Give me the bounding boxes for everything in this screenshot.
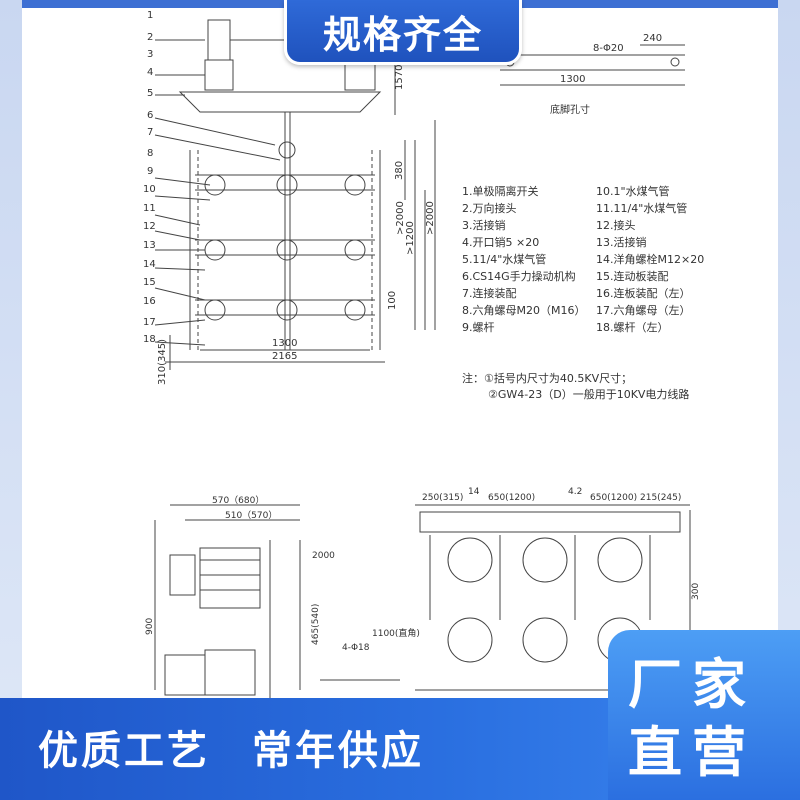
dim-650-a: 650(1200) [488,493,535,503]
part-number: 9 [147,166,153,177]
dim-465: 465(540) [311,604,321,645]
dim-2000b: >2000 [425,201,436,235]
spec-badge: 规格齐全 [284,0,522,65]
technical-drawing: 1 2 3 4 5 6 7 8 9 10 11 12 13 14 15 16 1… [143,10,704,700]
dim-215: 215(245) [640,493,681,503]
note-line: 注：①括号内尺寸为40.5KV尺寸； [462,371,632,385]
part-number: 13 [143,240,156,251]
dim-2165: 2165 [272,351,297,362]
parts-list-item: 16.连板装配（左） [596,286,691,300]
part-number: 8 [147,148,153,159]
parts-list-item: 6.CS14G手力操动机构 [462,269,576,283]
part-number: 6 [147,110,153,121]
direct-sale-badge [608,630,800,800]
parts-list-item: 10.1"水煤气管 [596,184,670,198]
part-number: 3 [147,49,153,60]
dim-380: 380 [394,161,405,180]
dim-250: 250(315) [422,493,463,503]
dim-2000a: >2000 [395,201,406,235]
parts-list-item: 14.洋角螺栓M12×20 [596,252,704,266]
dim-4-2: 4.2 [568,487,582,497]
dim-570: 570（680） [212,495,264,506]
dim-14: 14 [468,487,480,497]
slogan-supply: 常年供应 [252,728,424,774]
parts-list-item: 4.开口销5 ×20 [462,235,539,249]
parts-list-item: 9.螺杆 [462,320,495,334]
bolt-spec: 8-Φ20 [593,43,624,54]
part-number: 7 [147,127,153,138]
part-number: 18 [143,334,156,345]
parts-list-item: 1.单极隔离开关 [462,184,539,198]
bolt-holes: 4-Φ18 [342,643,370,653]
corner-line-1: 厂家 [628,653,756,716]
dim-310: 310(345) [157,339,168,385]
dim-1570: 1570 [394,65,405,90]
dim-1300: 1300 [272,338,297,349]
parts-list-item: 12.接头 [596,219,636,232]
parts-list-item: 7.连接装配 [462,287,517,300]
note-line: ②GW4-23（D）一般用于10KV电力线路 [488,387,689,401]
part-number: 1 [147,10,153,21]
parts-list-item: 18.螺杆（左） [596,320,669,334]
part-number: 12 [143,221,156,232]
base-width: 1300 [560,74,585,85]
part-number: 16 [143,296,156,307]
parts-list-item: 13.活接销 [596,235,647,249]
part-number: 2 [147,32,153,43]
dim-650-b: 650(1200) [590,493,637,503]
parts-list-item: 11.11/4"水煤气管 [596,201,687,215]
parts-list-item: 3.活接销 [462,218,506,232]
parts-list-item: 5.11/4"水煤气管 [462,252,546,266]
parts-list-item: 8.六角螺母M20（M16） [462,304,585,317]
left-border [0,0,22,800]
slogan-quality: 优质工艺 [38,728,210,774]
part-number: 11 [143,203,156,214]
dim-1100: 1100(直角) [372,627,420,639]
part-number: 10 [143,184,156,195]
parts-list-item: 2.万向接头 [462,201,517,215]
dim-1200: >1200 [405,221,416,255]
dim-900: 900 [145,618,155,635]
dim-2000-left: 2000 [312,551,335,561]
corner-line-2: 直营 [628,721,756,784]
part-number: 17 [143,317,156,328]
parts-list-item: 17.六角螺母（左） [596,304,691,317]
part-number: 4 [147,67,153,78]
dim-100: 100 [387,291,398,310]
base-caption: 底脚孔寸 [550,103,590,116]
part-number: 5 [147,88,153,99]
slogan: 优质工艺常年供应 [38,718,424,776]
parts-list-item: 15.连动板装配 [596,269,669,283]
dim-510: 510（570） [225,510,277,521]
dim-300: 300 [691,583,701,600]
part-number: 14 [143,259,156,270]
right-border [778,0,800,800]
part-number: 15 [143,277,156,288]
dim-240: 240 [643,33,662,44]
